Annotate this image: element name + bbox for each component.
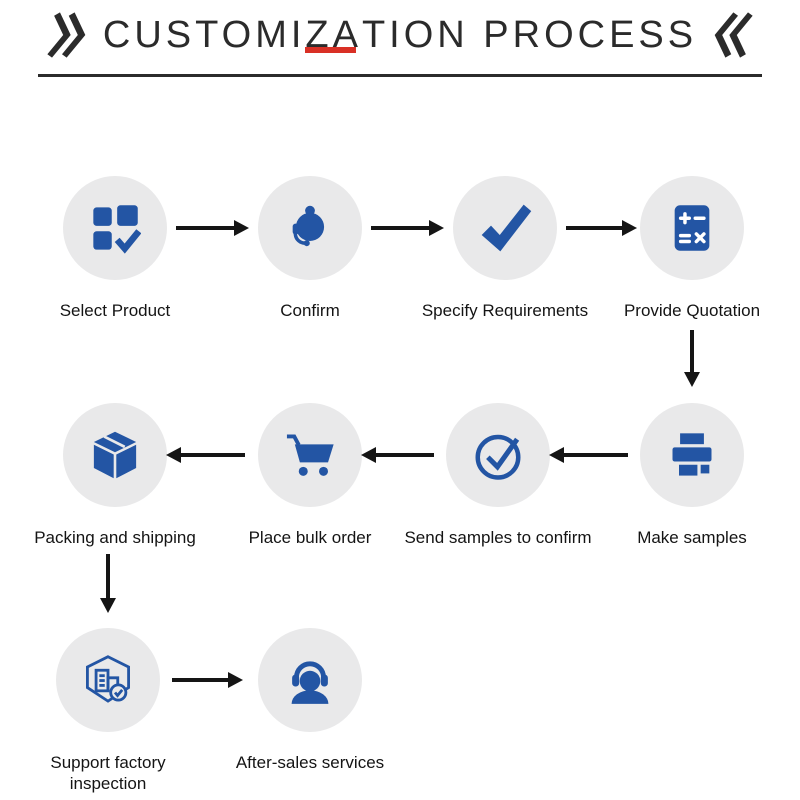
flow-arrow-right — [172, 678, 228, 682]
flow-arrow-right — [566, 226, 622, 230]
checkmark-icon — [481, 204, 532, 252]
step-label: Support factory inspection — [50, 753, 166, 794]
title-divider — [38, 74, 762, 77]
package-box-icon — [93, 431, 137, 479]
double-chevron-right-icon — [47, 12, 86, 58]
title-part2: TION PROCESS — [361, 13, 698, 56]
flow-arrow-right — [371, 226, 429, 230]
step-select-product: Select Product — [10, 176, 220, 321]
headset-support-icon — [291, 661, 329, 704]
flow-arrow-left — [181, 453, 245, 457]
step-packing-shipping: Packing and shipping — [10, 403, 220, 548]
step-factory-inspection: Support factory inspection — [23, 628, 193, 795]
page-title: CUSTOMIZATION PROCESS — [0, 12, 800, 58]
flow-arrow-right — [176, 226, 234, 230]
step-place-bulk-order: Place bulk order — [205, 403, 415, 548]
step-provide-quotation: Provide Quotation — [587, 176, 797, 321]
step-label: Place bulk order — [248, 528, 372, 547]
step-label: Select Product — [59, 301, 171, 320]
shopping-cart-icon — [286, 434, 334, 476]
step-circle — [453, 176, 557, 280]
step-label: Confirm — [280, 301, 340, 320]
step-label: Provide Quotation — [623, 301, 761, 320]
step-after-sales: After-sales services — [205, 628, 415, 773]
flow-arrow-down — [106, 554, 110, 598]
step-label: Send samples to confirm — [404, 528, 592, 547]
step-label: Make samples — [637, 528, 747, 547]
flow-arrow-down — [690, 330, 694, 372]
product-grid-check-icon — [93, 205, 141, 254]
title-text: CUSTOMIZATION PROCESS — [103, 14, 697, 57]
title-part1: CUSTOMI — [102, 13, 306, 56]
step-make-samples: Make samples — [587, 403, 797, 548]
step-label: After-sales services — [235, 753, 385, 772]
step-send-samples: Send samples to confirm — [393, 403, 603, 548]
step-label: Packing and shipping — [34, 528, 196, 547]
title-accent: ZA — [305, 13, 362, 56]
step-circle — [258, 403, 362, 507]
step-circle — [56, 628, 160, 732]
step-circle — [640, 176, 744, 280]
circle-check-icon — [475, 434, 521, 480]
flow-arrow-left — [376, 453, 434, 457]
flow-arrow-left — [564, 453, 628, 457]
step-circle — [258, 628, 362, 732]
customer-service-icon — [292, 205, 325, 247]
step-circle — [640, 403, 744, 507]
step-circle — [446, 403, 550, 507]
double-chevron-left-icon — [714, 12, 753, 58]
step-circle — [63, 176, 167, 280]
factory-inspection-icon — [86, 655, 130, 703]
printer-icon — [672, 433, 712, 476]
step-circle — [63, 403, 167, 507]
step-label: Specify Requirements — [421, 301, 589, 320]
step-confirm: Confirm — [205, 176, 415, 321]
step-specify-requirements: Specify Requirements — [400, 176, 610, 321]
step-circle — [258, 176, 362, 280]
calculator-icon — [674, 205, 710, 251]
